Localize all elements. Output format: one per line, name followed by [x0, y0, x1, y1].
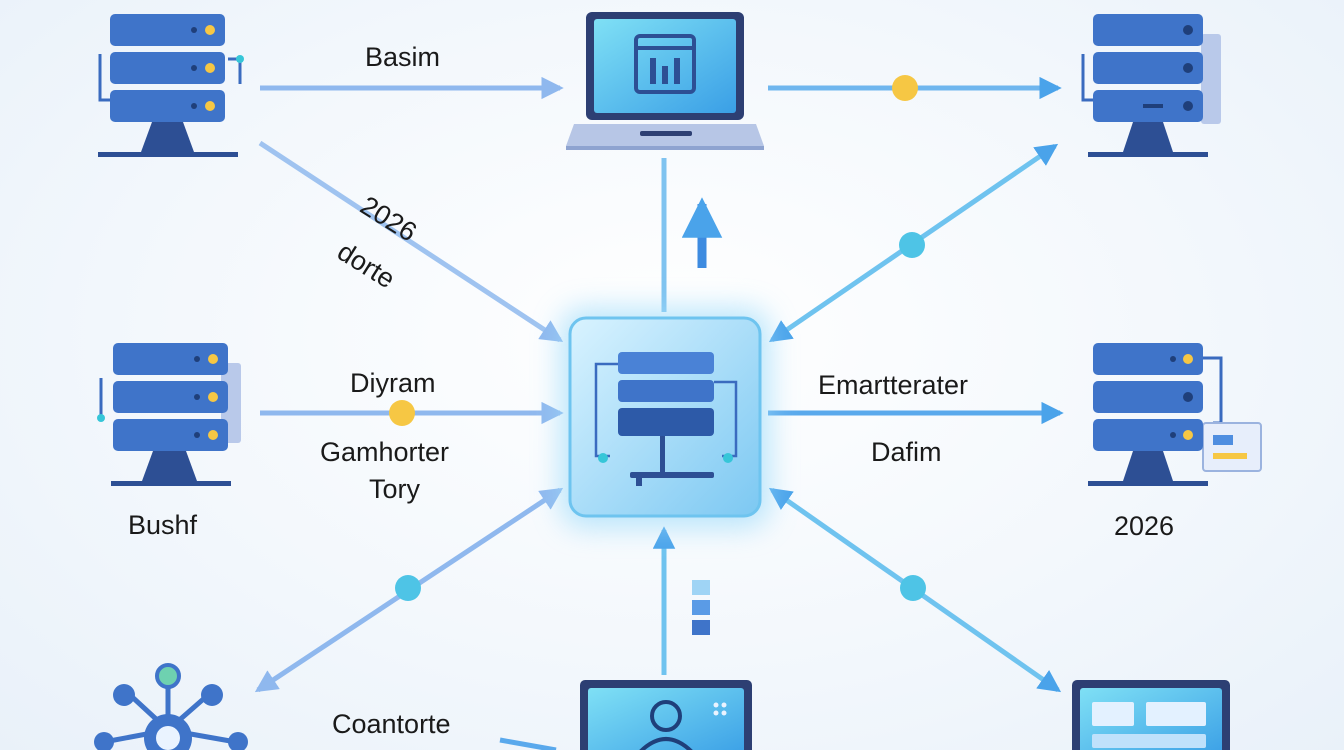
dot-yellow-top	[892, 75, 918, 101]
edge-label-diyram: Diyram	[350, 368, 436, 398]
edge-label-basim: Basim	[365, 42, 441, 72]
dot-teal-bottom-left	[395, 575, 421, 601]
edge-coantorte	[499, 737, 557, 750]
hub-database-icon	[560, 308, 770, 528]
edge-label-tory: Tory	[369, 474, 421, 504]
laptop-icon	[566, 12, 764, 150]
dot-teal-bottom-right	[900, 575, 926, 601]
mini-block	[692, 580, 710, 595]
edge-diagonal-2026	[258, 140, 564, 343]
edge-label-coantorte: Coantorte	[332, 709, 451, 739]
server-icon-top-left	[98, 14, 244, 157]
dot-teal-top-right	[899, 232, 925, 258]
network-hub-icon	[94, 663, 248, 750]
server-icon-mid-left	[97, 343, 241, 486]
user-monitor-icon	[580, 680, 752, 750]
edge-label-emartterater: Emartterater	[818, 370, 969, 400]
edge-dots	[389, 75, 926, 635]
mini-block	[692, 600, 710, 615]
mini-block	[692, 620, 710, 635]
dashboard-monitor-icon	[1072, 680, 1230, 750]
edge-label-gamhorter: Gamhorter	[320, 437, 450, 467]
server-caption-bushf: Bushf	[128, 510, 198, 540]
dot-yellow-left	[389, 400, 415, 426]
server-caption-2026: 2026	[1114, 511, 1175, 541]
server-icon-top-right	[1081, 14, 1221, 157]
server-icon-mid-right	[1088, 343, 1262, 486]
edge-label-dafim: Dafim	[871, 437, 942, 467]
